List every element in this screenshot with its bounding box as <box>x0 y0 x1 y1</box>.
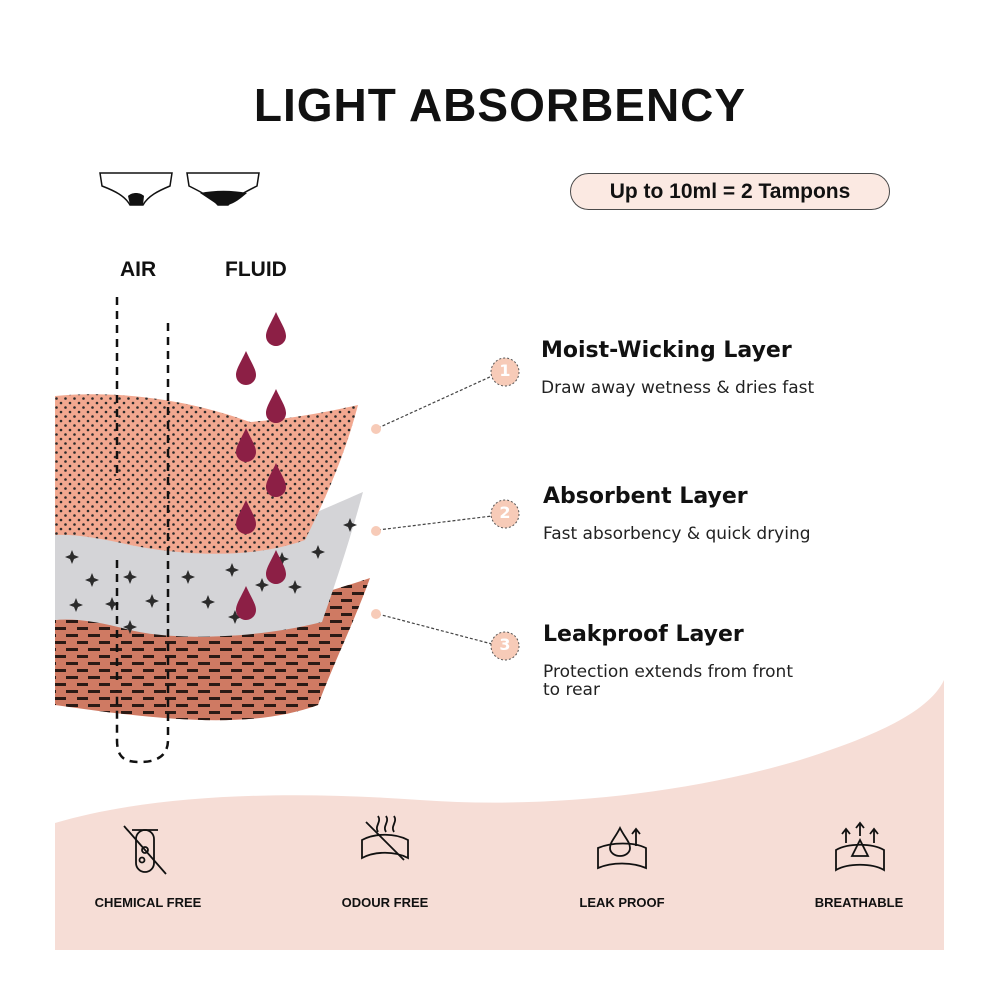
fluid-label: FLUID <box>225 258 287 281</box>
layer-2-title: Absorbent Layer <box>543 484 748 509</box>
layer-3-description-line1: Protection extends from front <box>543 662 793 682</box>
star-marks <box>65 518 357 634</box>
fluid-drop <box>236 586 256 620</box>
layer-3-title: Leakproof Layer <box>543 622 744 647</box>
layer-1-title: Moist-Wicking Layer <box>541 338 792 363</box>
absorbency-badge: Up to 10ml = 2 Tampons <box>570 173 890 210</box>
fluid-drops <box>236 312 286 620</box>
fluid-drop <box>266 463 286 497</box>
callout-markers <box>490 357 520 661</box>
fluid-drop <box>266 312 286 346</box>
air-flow-lines <box>115 297 170 764</box>
feature-odour-free-label: ODOUR FREE <box>341 895 429 910</box>
page-title: LIGHT ABSORBENCY <box>253 79 747 131</box>
fluid-drop <box>266 389 286 423</box>
footer-wave <box>55 680 944 950</box>
chemical-free-icon <box>123 825 167 875</box>
leak-proof-icon <box>597 825 647 870</box>
layer-2-description: Fast absorbency & quick drying <box>543 524 811 544</box>
odour-free-icon <box>361 815 409 861</box>
feature-breathable-label: BREATHABLE <box>814 895 904 910</box>
fluid-drop <box>236 500 256 534</box>
marker-number-2: 2 <box>499 503 511 522</box>
underwear-dark-icon <box>186 172 260 206</box>
callout-dots <box>371 424 381 619</box>
fluid-drop <box>266 550 286 584</box>
layer-3-description-line2: to rear <box>543 680 600 700</box>
layer-1-description: Draw away wetness & dries fast <box>541 378 815 398</box>
underwear-light-icon <box>99 172 173 206</box>
feature-leak-proof-label: LEAK PROOF <box>579 895 665 910</box>
marker-number-3: 3 <box>499 635 511 654</box>
fluid-drop <box>236 351 256 385</box>
feature-chemical-free-label: CHEMICAL FREE <box>94 895 202 910</box>
breathable-icon <box>835 821 885 872</box>
moist-wicking-layer-shape <box>55 394 358 554</box>
fluid-drop <box>236 428 256 462</box>
callout-connectors <box>377 375 493 645</box>
marker-number-1: 1 <box>499 361 511 380</box>
air-label: AIR <box>120 258 157 281</box>
